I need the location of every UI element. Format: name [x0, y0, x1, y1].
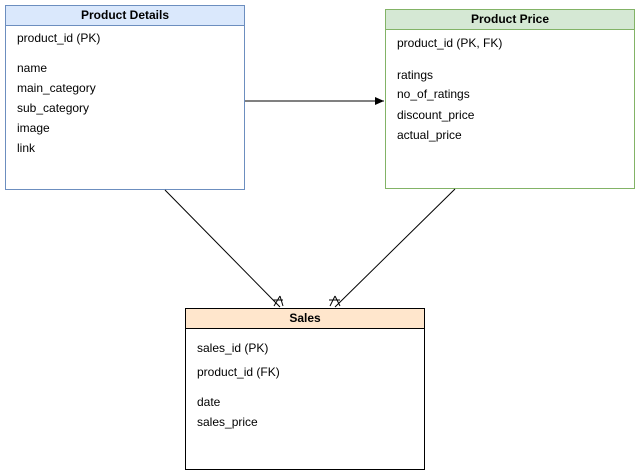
entity-product-price[interactable]: Product Price product_id (PK, FK) rating…: [385, 9, 635, 189]
entity-sales[interactable]: Sales sales_id (PK) product_id (FK) date…: [185, 308, 425, 470]
field-discount-price: discount_price: [397, 108, 475, 122]
field-product-id: product_id (FK): [197, 365, 280, 379]
field-date: date: [197, 395, 221, 409]
field-image: image: [17, 121, 50, 135]
relationship-price-to-sales[interactable]: [329, 188, 456, 308]
field-actual-price: actual_price: [397, 128, 462, 142]
field-sales-price: sales_price: [197, 415, 258, 429]
field-no-of-ratings: no_of_ratings: [397, 87, 470, 101]
field-ratings: ratings: [397, 68, 434, 82]
entity-title: Product Price: [386, 10, 634, 30]
field-name: name: [17, 61, 48, 75]
field-product-id: product_id (PK): [17, 31, 101, 45]
entity-title: Product Details: [6, 6, 244, 26]
field-link: link: [17, 141, 36, 155]
relationship-details-to-sales[interactable]: [164, 189, 284, 308]
field-sales-id: sales_id (PK): [197, 341, 269, 355]
entity-title: Sales: [186, 309, 424, 329]
field-product-id: product_id (PK, FK): [397, 36, 503, 50]
entity-product-details[interactable]: Product Details product_id (PK) name mai…: [5, 5, 245, 190]
field-main-category: main_category: [17, 81, 96, 95]
field-sub-category: sub_category: [17, 101, 90, 115]
